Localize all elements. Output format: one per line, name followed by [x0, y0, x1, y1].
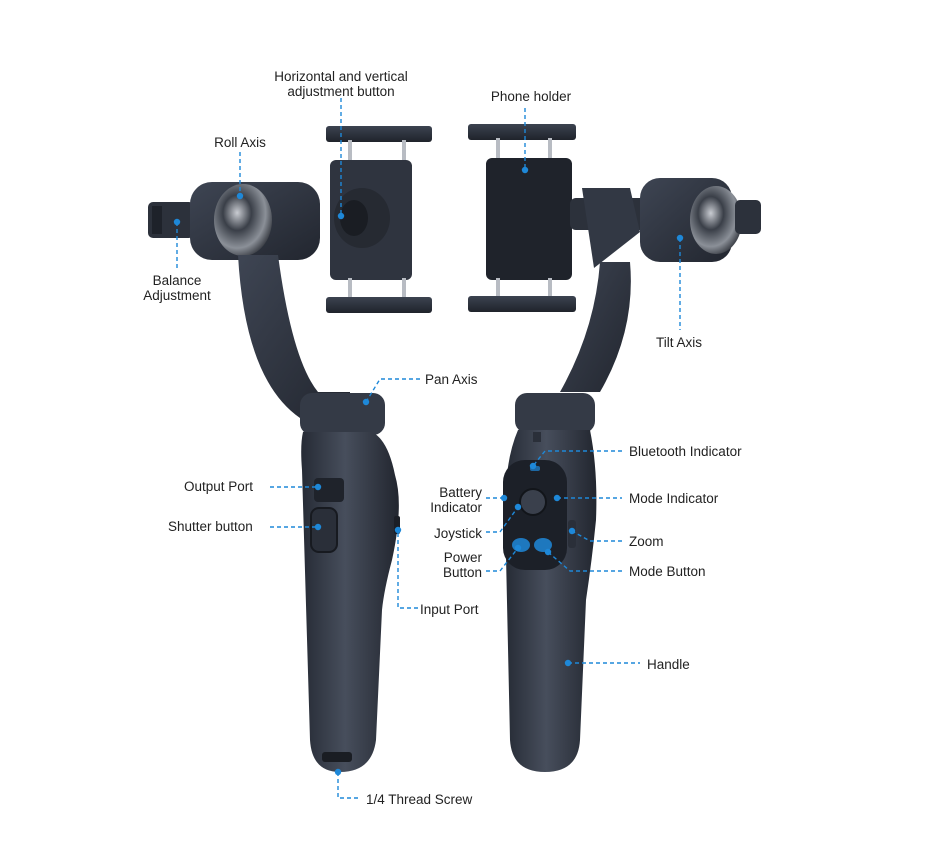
label-power-button: Power Button: [400, 550, 482, 580]
right-gimbal: [468, 124, 761, 772]
pan-motor: [300, 393, 385, 435]
label-tilt-axis: Tilt Axis: [656, 335, 703, 350]
label-balance-adjustment: Balance Adjustment: [143, 273, 211, 303]
label-line: Adjustment: [143, 288, 211, 303]
left-arm: [238, 255, 350, 418]
right-clamp-top: [468, 124, 576, 140]
output-port-shape: [314, 478, 344, 502]
label-mode-indicator: Mode Indicator: [629, 491, 719, 506]
left-clamp-bottom: [326, 297, 432, 313]
label-line: adjustment button: [287, 84, 395, 99]
label-joystick: Joystick: [433, 526, 482, 541]
label-horizontal-vertical-button: Horizontal and vertical adjustment butto…: [274, 69, 408, 99]
label-input-port: Input Port: [420, 602, 479, 617]
label-battery-indicator: Battery Indicator: [400, 485, 482, 515]
right-arm: [560, 262, 631, 392]
label-line: Balance: [152, 273, 202, 288]
label-line: Indicator: [430, 500, 482, 515]
tilt-motor-disc: [690, 186, 742, 254]
left-clamp-top: [326, 126, 432, 142]
callout-dots: [173, 166, 684, 776]
label-mode-button: Mode Button: [629, 564, 706, 579]
label-shutter-button: Shutter button: [168, 519, 253, 534]
label-handle: Handle: [647, 657, 690, 672]
label-line: Power: [443, 550, 482, 565]
joystick-shape: [519, 488, 547, 516]
label-pan-axis: Pan Axis: [425, 372, 478, 387]
label-zoom: Zoom: [629, 534, 664, 549]
label-line: Horizontal and vertical: [274, 69, 408, 84]
label-phone-holder: Phone holder: [490, 89, 572, 104]
callouts: [176, 98, 681, 799]
label-roll-axis: Roll Axis: [214, 135, 266, 150]
right-clamp-bottom: [468, 296, 576, 312]
right-pan-motor: [515, 393, 595, 433]
label-thread-screw: 1/4 Thread Screw: [366, 792, 473, 807]
left-gimbal: [148, 126, 432, 772]
label-output-port: Output Port: [184, 479, 254, 494]
right-clamp-body: [486, 158, 572, 280]
shutter-button-shape: [310, 507, 338, 553]
label-line: Battery: [439, 485, 482, 500]
roll-motor-disc: [214, 184, 272, 256]
label-bluetooth-indicator: Bluetooth Indicator: [629, 444, 742, 459]
label-line: Button: [442, 565, 482, 580]
